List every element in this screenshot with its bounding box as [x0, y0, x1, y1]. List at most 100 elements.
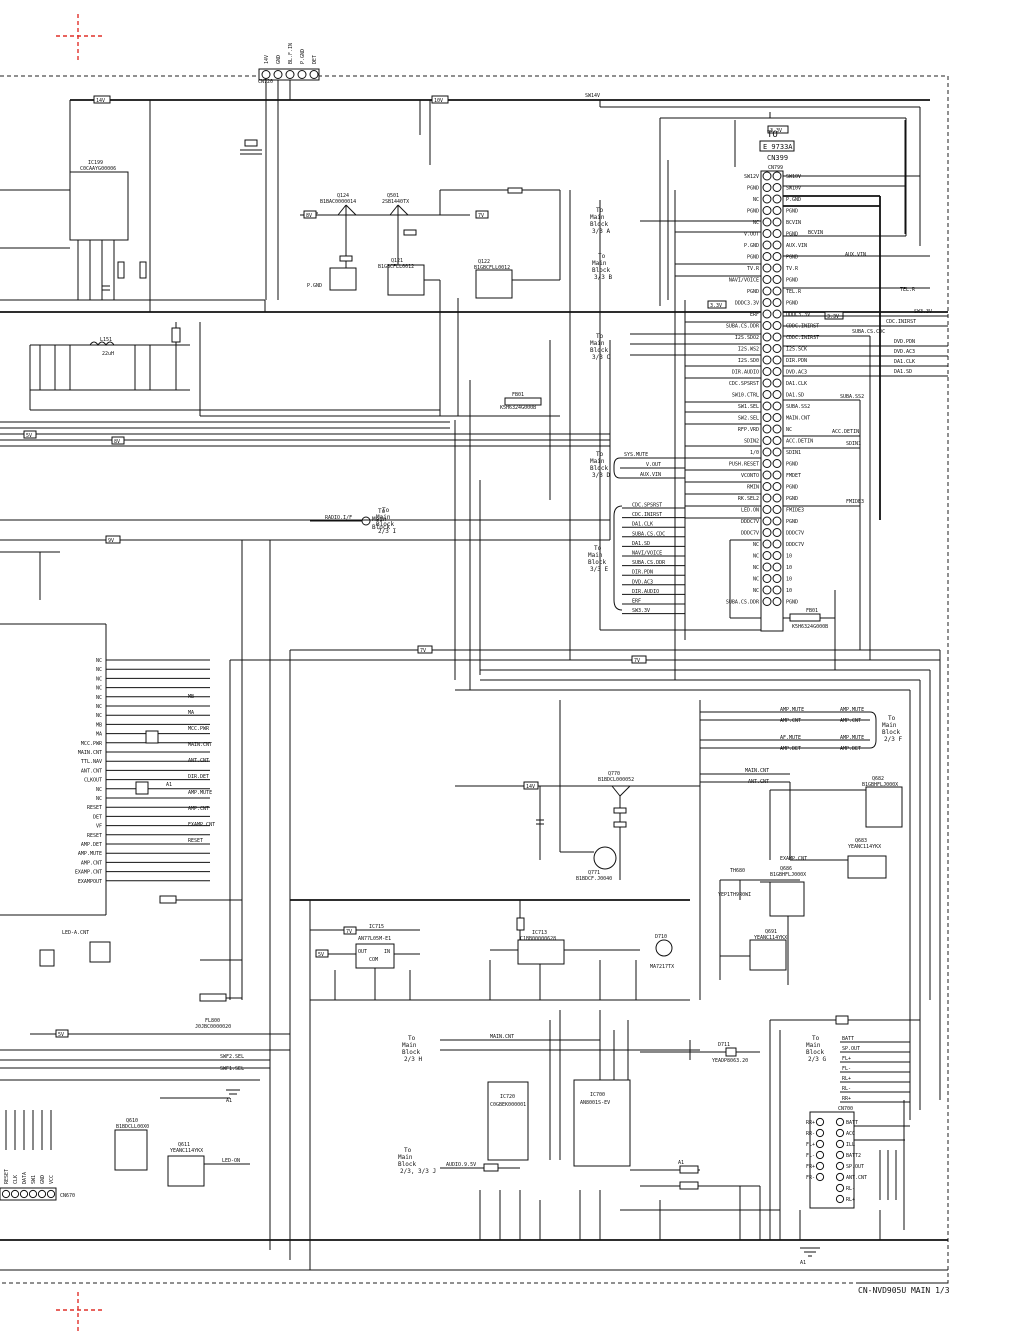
main-cnt-bottom: MAIN.CNT	[490, 1034, 514, 1040]
cn399-pin-right	[772, 252, 782, 261]
cn720-pin-2: GND	[276, 55, 282, 64]
cn399-pin-left	[762, 171, 772, 181]
cn399-pin-left	[762, 505, 772, 514]
cn399-pin-left	[762, 194, 772, 204]
net-8v-label: 8V	[306, 213, 312, 219]
cn399-left-pin-label: NC	[753, 588, 759, 594]
q124-ref: Q124	[337, 193, 349, 199]
cn399-left-pin-label: I2S.SD0	[738, 358, 759, 364]
cn399-right-pin-label: DA1.CLK	[786, 381, 807, 387]
right-net-11: FMIDE3	[846, 499, 864, 505]
main-word: Main	[376, 514, 391, 521]
cn399-pin-left	[762, 493, 772, 503]
ic715-com: COM	[369, 957, 378, 963]
ic713-ref: IC713	[532, 930, 547, 936]
cn399-pin-left	[762, 585, 772, 595]
block-ref: 2/3 G	[808, 1056, 826, 1063]
fb01-part: K5H6324G000B	[500, 405, 536, 411]
d710-ref: D710	[655, 934, 667, 940]
cn700-pin-label: SP.OUT	[846, 1164, 864, 1170]
cn670-pin-label: VCC	[49, 1175, 55, 1184]
mcu-net-label: MAIN.CNT	[188, 742, 212, 748]
cn399-left-pin-label: SDIN2	[744, 439, 759, 445]
left-top-passives	[102, 139, 262, 291]
mcu-net-label: MA	[188, 710, 194, 716]
cn399-right-pin-label: DDDC7V	[786, 531, 804, 537]
cn399-left-pin-label: SW10.CTRL	[732, 393, 759, 399]
th680-part: YEP1TH9R0WI	[718, 892, 751, 898]
cn399-pin-right	[772, 413, 782, 422]
ic713-part: C1BB00000628	[520, 936, 556, 942]
mcu-pin-label: NC	[96, 676, 102, 682]
led-driver: LED-A.CNT SWF2.SEL SWF1.SEL Q610 B1BDCLL…	[0, 930, 270, 1187]
cn399-pin-left	[762, 332, 772, 342]
cn700-pin	[815, 1117, 825, 1127]
connector-cn700: CN700 BATTACCILLBATT2SP.OUTANT.CNTRL-RL+…	[806, 1036, 910, 1230]
cn399-pin-left	[762, 309, 772, 319]
block-ref: 3/3 E	[590, 566, 608, 573]
d711-part: YEADP8063.20	[712, 1058, 748, 1064]
cn399-right-pin-label: PGND	[786, 301, 798, 307]
cn399-left-pin-label: I2S.SDO2	[735, 335, 759, 341]
cn700-pin	[815, 1150, 825, 1160]
cn399-pin-left	[762, 263, 772, 273]
block-ref: 2/3 H	[404, 1056, 422, 1063]
cn399-pin-right	[772, 217, 782, 227]
sig-e-label: DIR.PDN	[632, 570, 653, 576]
mcu-net-label: RESET	[188, 838, 203, 844]
net-5v-label: 5V	[26, 433, 32, 439]
mcu-net-label: EXAMP.CNT	[188, 822, 215, 828]
fb02-ref: FB01	[806, 608, 818, 614]
block-word: Block	[882, 729, 900, 736]
q770-ref: Q770	[608, 771, 620, 777]
led-on: LED-ON	[222, 1158, 240, 1164]
radio-to: To	[378, 508, 386, 515]
block-ref: 2/3, 3/3 J	[400, 1168, 436, 1175]
rail-net-labels: 14V 10V SW14V 3.3V 3.3V 3.3V	[93, 93, 844, 320]
cn700-pin	[835, 1183, 845, 1193]
mcu-pin-label: MA	[96, 732, 102, 738]
fb01-ref: FB01	[512, 392, 524, 398]
main-word: Main	[590, 458, 605, 465]
cn399-right-pin-label: PGND	[786, 485, 798, 491]
l151-ref: L151	[100, 337, 112, 343]
cn399-right-pin-label: DIR.PDN	[786, 358, 807, 364]
right-net-6: DA1.CLK	[894, 359, 915, 365]
cn399-pin-right	[772, 321, 782, 330]
fl800-part: J0JBC0000020	[195, 1024, 231, 1030]
cn399-right-pin-label: SDIN1	[786, 450, 801, 456]
block-ref: 3/3 B	[594, 274, 612, 281]
amp-sig-0: AMP.MUTE	[780, 707, 804, 713]
cn399-left-pin-label: SUBA.CS.DDR	[726, 324, 760, 330]
q686-ref: Q686	[780, 866, 792, 872]
cn700-pin-label: RR-	[806, 1131, 815, 1137]
cn399-left-pin-label: CDC.SPSRST	[729, 381, 759, 387]
cn399-left-pin-label: NC	[753, 577, 759, 583]
d711-ref: D711	[718, 1042, 730, 1048]
cn399-left-pin-label: SW2.SEL	[738, 416, 759, 422]
fb02-part: K5H6324G000B	[792, 624, 828, 630]
to-word: To	[594, 545, 602, 552]
block-word: Block	[402, 1049, 420, 1056]
cn700-pin-label: ACC	[846, 1131, 855, 1137]
cn399-right-pin-label: 10	[786, 565, 792, 571]
cn399-left-pin-label: SW1.SEL	[738, 404, 759, 410]
cn399-left-pin-label: NC	[753, 542, 759, 548]
cn700-side-label: FL+	[842, 1056, 851, 1062]
right-net-9: ACC.DETIN	[832, 429, 859, 435]
cn399-pin-left	[762, 183, 772, 192]
cn399-pin-right	[772, 585, 782, 595]
net-7v-label: 7V	[478, 213, 484, 219]
cn399-pin-right	[772, 447, 782, 457]
cn399-left-pin-label: VCONTO	[741, 473, 759, 479]
radio-main: Main	[372, 516, 387, 523]
cn399-pin-left	[762, 459, 772, 468]
cn399-left-pin-label: I2S.WS2	[738, 347, 759, 353]
sig-e-label: SUBA.CS.DDR	[632, 560, 666, 566]
cn399-left-pin-label: NAVI/VOICE	[729, 278, 759, 284]
to-word: To	[812, 1035, 820, 1042]
cn399-pin-left	[762, 298, 772, 307]
